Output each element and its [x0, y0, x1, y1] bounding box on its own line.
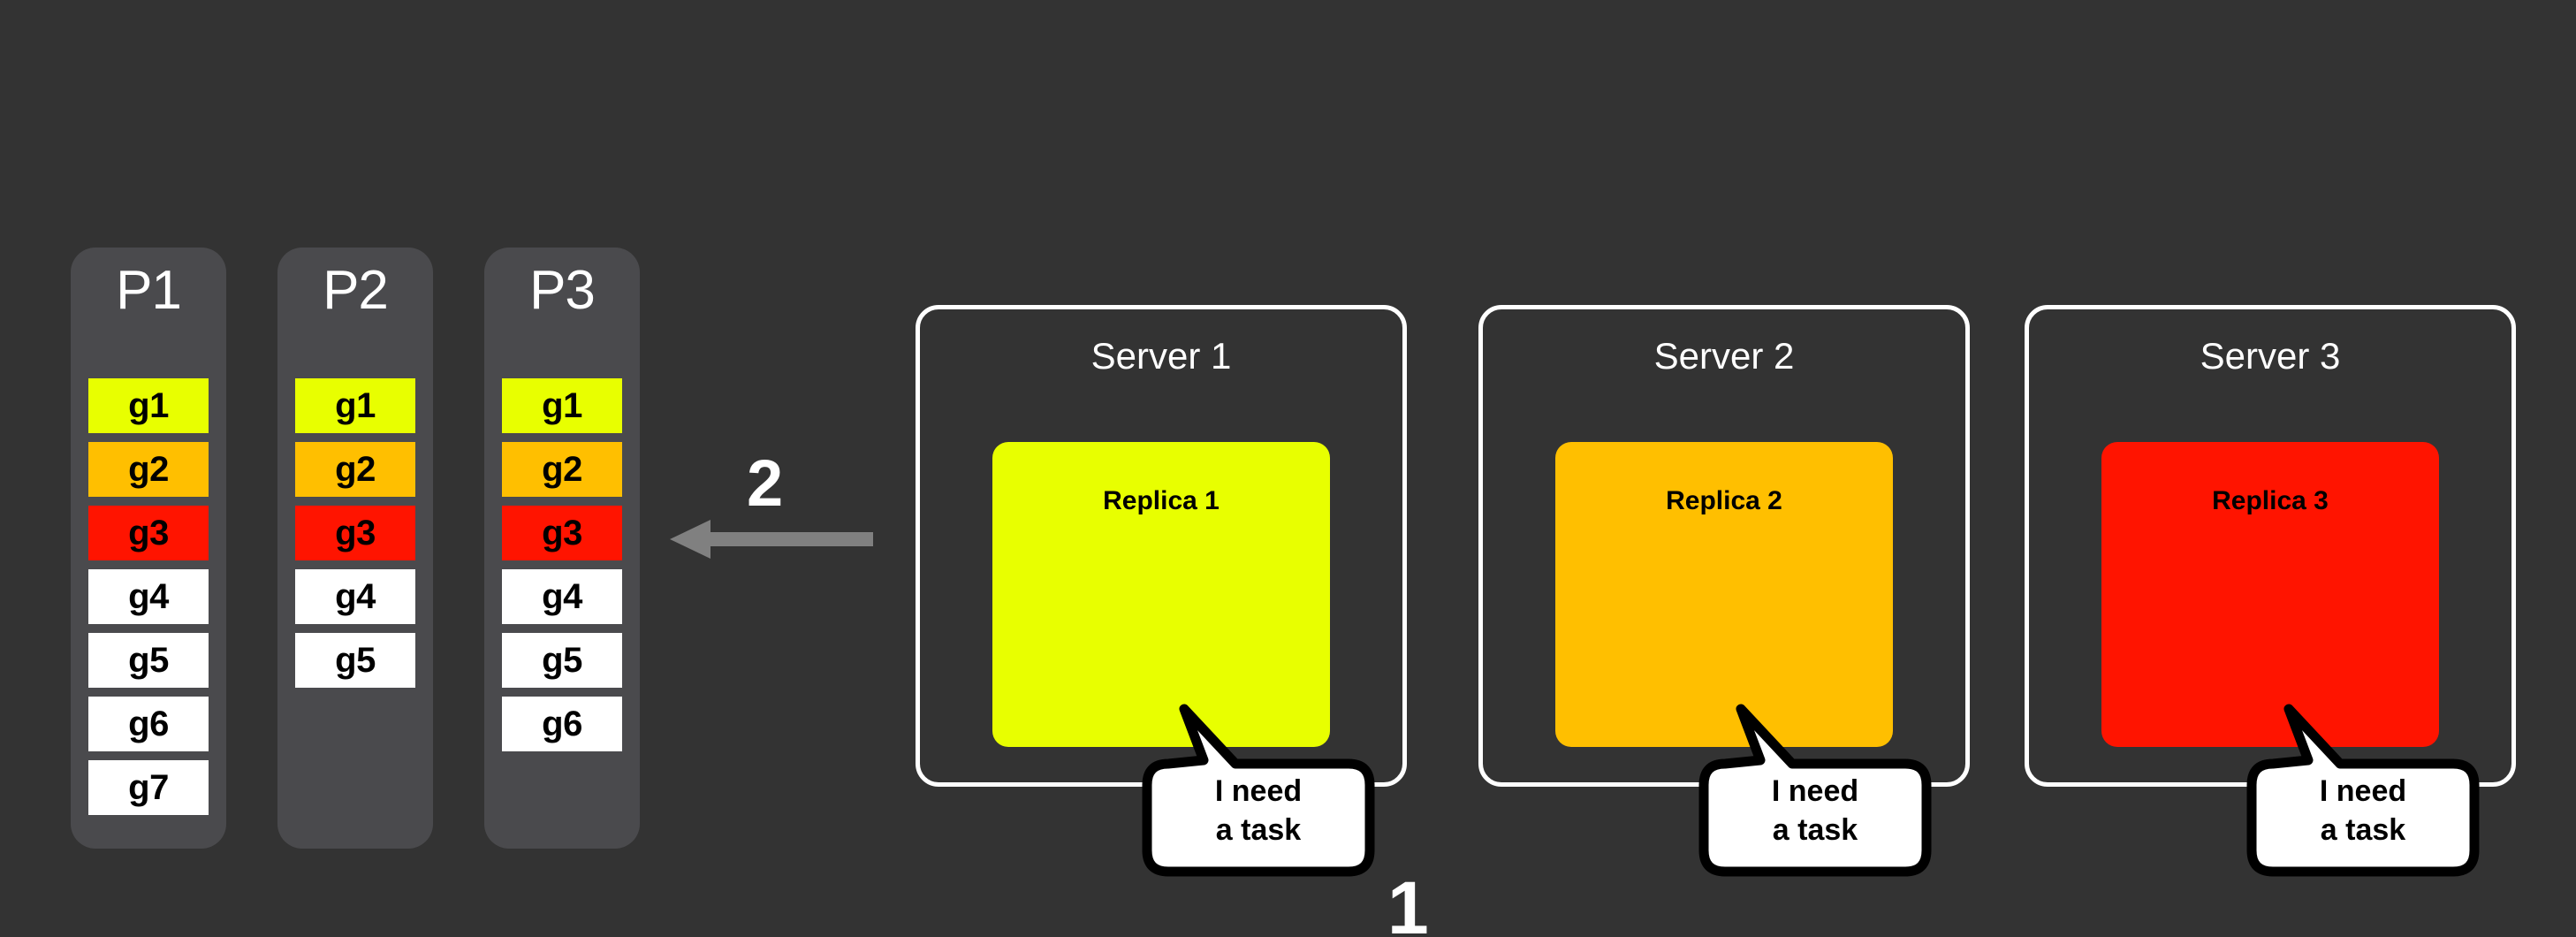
- replica-box-1: Replica 1: [992, 442, 1330, 747]
- speech-bubble-text: I need a task: [2319, 774, 2407, 847]
- partition-column-p3: P3 g1 g2 g3 g4 g5 g6: [484, 248, 640, 849]
- partition-slot: g1: [502, 378, 622, 433]
- partition-slot: g3: [502, 506, 622, 560]
- speech-bubble-text: I need a task: [1214, 774, 1303, 847]
- partition-slot: g1: [88, 378, 209, 433]
- server-title: Server 2: [1653, 335, 1795, 377]
- replica-label: Replica 3: [2212, 486, 2329, 515]
- partition-slot: g5: [502, 633, 622, 688]
- partition-slot: g2: [88, 442, 209, 497]
- partition-slot: g7: [88, 760, 209, 815]
- speech-bubble-shape: [2246, 704, 2480, 877]
- partition-slot: g3: [88, 506, 209, 560]
- partition-slot-list: g1 g2 g3 g4 g5: [295, 378, 415, 697]
- partition-slot: g5: [295, 633, 415, 688]
- server-panel-3: Server 3 Replica 3: [2025, 305, 2516, 787]
- partition-slot: g4: [502, 569, 622, 624]
- speech-bubble-server-1: I need a task: [1142, 704, 1375, 877]
- replica-box-2: Replica 2: [1555, 442, 1893, 747]
- partition-column-p2: P2 g1 g2 g3 g4 g5: [277, 248, 433, 849]
- partition-slot: g6: [502, 697, 622, 751]
- step-number-1: 1: [1387, 866, 1429, 937]
- partition-title: P2: [323, 260, 389, 321]
- partition-slot: g4: [88, 569, 209, 624]
- partition-slot: g2: [502, 442, 622, 497]
- server-panel-1: Server 1 Replica 1: [916, 305, 1407, 787]
- partition-slot: g6: [88, 697, 209, 751]
- server-title: Server 3: [2200, 335, 2341, 377]
- partition-slot: g3: [295, 506, 415, 560]
- server-panel-2: Server 2 Replica 2: [1478, 305, 1970, 787]
- partition-slot: g5: [88, 633, 209, 688]
- partition-slot: g4: [295, 569, 415, 624]
- partition-slot-list: g1 g2 g3 g4 g5 g6 g7: [88, 378, 209, 824]
- replica-label: Replica 1: [1103, 486, 1220, 515]
- flow-arrow-left-icon: [670, 520, 873, 559]
- partition-title: P3: [529, 260, 596, 321]
- partition-title: P1: [116, 260, 182, 321]
- replica-label: Replica 2: [1666, 486, 1782, 515]
- partition-column-p1: P1 g1 g2 g3 g4 g5 g6 g7: [71, 248, 226, 849]
- partition-slot-list: g1 g2 g3 g4 g5 g6: [502, 378, 622, 760]
- speech-bubble-shape: [1698, 704, 1932, 877]
- replica-box-3: Replica 3: [2101, 442, 2439, 747]
- speech-bubble-shape: [1142, 704, 1375, 877]
- step-number-2: 2: [747, 446, 784, 520]
- partition-slot: g2: [295, 442, 415, 497]
- partition-slot: g1: [295, 378, 415, 433]
- speech-bubble-server-2: I need a task: [1698, 704, 1932, 877]
- server-title: Server 1: [1090, 335, 1232, 377]
- speech-bubble-server-3: I need a task: [2246, 704, 2480, 877]
- speech-bubble-text: I need a task: [1771, 774, 1859, 847]
